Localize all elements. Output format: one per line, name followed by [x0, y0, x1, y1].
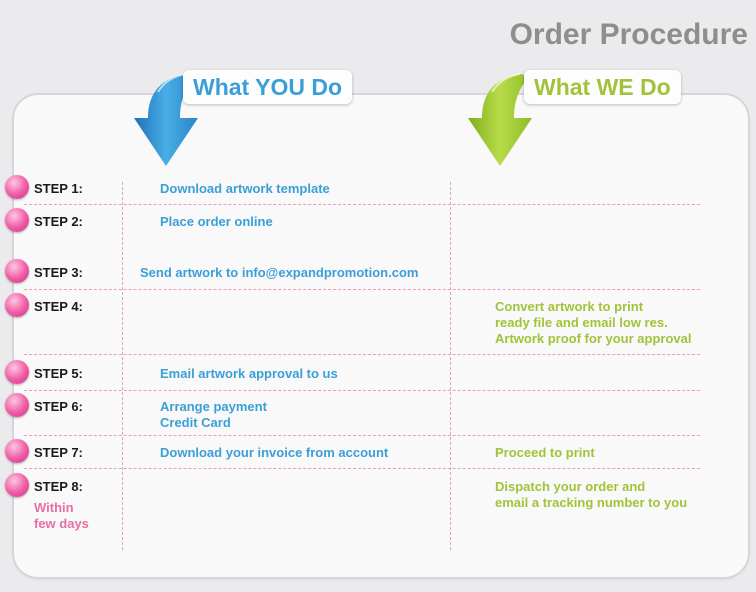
step-6-you-action-line-1: Arrange payment	[160, 399, 267, 414]
step-3-bullet-icon	[5, 259, 29, 283]
step-4-label: STEP 4:	[34, 299, 83, 314]
step-7-label: STEP 7:	[34, 445, 83, 460]
step-5-label: STEP 5:	[34, 366, 83, 381]
row-divider	[24, 354, 700, 355]
step-2-bullet-icon	[5, 208, 29, 232]
step-1-you-action: Download artwork template	[160, 181, 330, 196]
step-1-bullet-icon	[5, 175, 29, 199]
step-2-you-action: Place order online	[160, 214, 273, 229]
step-3-you-action: Send artwork to info@expandpromotion.com	[140, 265, 419, 280]
step-8-we-action-line-1: Dispatch your order and	[495, 479, 646, 494]
step-4-bullet-icon	[5, 293, 29, 317]
step-7-bullet-icon	[5, 439, 29, 463]
down-arrow-icon	[468, 73, 532, 166]
what-we-do-header: What WE Do	[524, 70, 681, 104]
row-divider	[24, 204, 700, 205]
step-7-you-action: Download your invoice from account	[160, 445, 389, 460]
row-divider	[24, 435, 700, 436]
column-divider	[122, 182, 123, 550]
row-divider	[24, 390, 700, 391]
step-6-you-action-line-2: Credit Card	[160, 415, 231, 430]
step-6-label: STEP 6:	[34, 399, 83, 414]
step-8-we-action-line-2: email a tracking number to you	[495, 495, 688, 510]
column-divider	[450, 182, 451, 550]
procedure-card	[14, 95, 748, 577]
step-8-bullet-icon	[5, 473, 29, 497]
row-divider	[24, 468, 700, 469]
step-4-we-action-line-2: ready file and email low res.	[495, 315, 668, 330]
step-1-label: STEP 1:	[34, 181, 83, 196]
row-divider	[24, 289, 700, 290]
step-6-bullet-icon	[5, 393, 29, 417]
step-3-label: STEP 3:	[34, 265, 83, 280]
step-8-note-line-1: Within	[34, 500, 74, 515]
step-7-we-action: Proceed to print	[495, 445, 595, 460]
step-5-you-action: Email artwork approval to us	[160, 366, 338, 381]
step-5-bullet-icon	[5, 360, 29, 384]
step-4-we-action-line-3: Artwork proof for your approval	[495, 331, 692, 346]
page-title: Order Procedure	[509, 18, 748, 51]
what-you-do-header: What YOU Do	[183, 70, 353, 104]
step-2-label: STEP 2:	[34, 214, 83, 229]
step-4-we-action-line-1: Convert artwork to print	[495, 299, 644, 314]
step-8-note-line-2: few days	[34, 516, 89, 531]
step-8-label: STEP 8:	[34, 479, 83, 494]
